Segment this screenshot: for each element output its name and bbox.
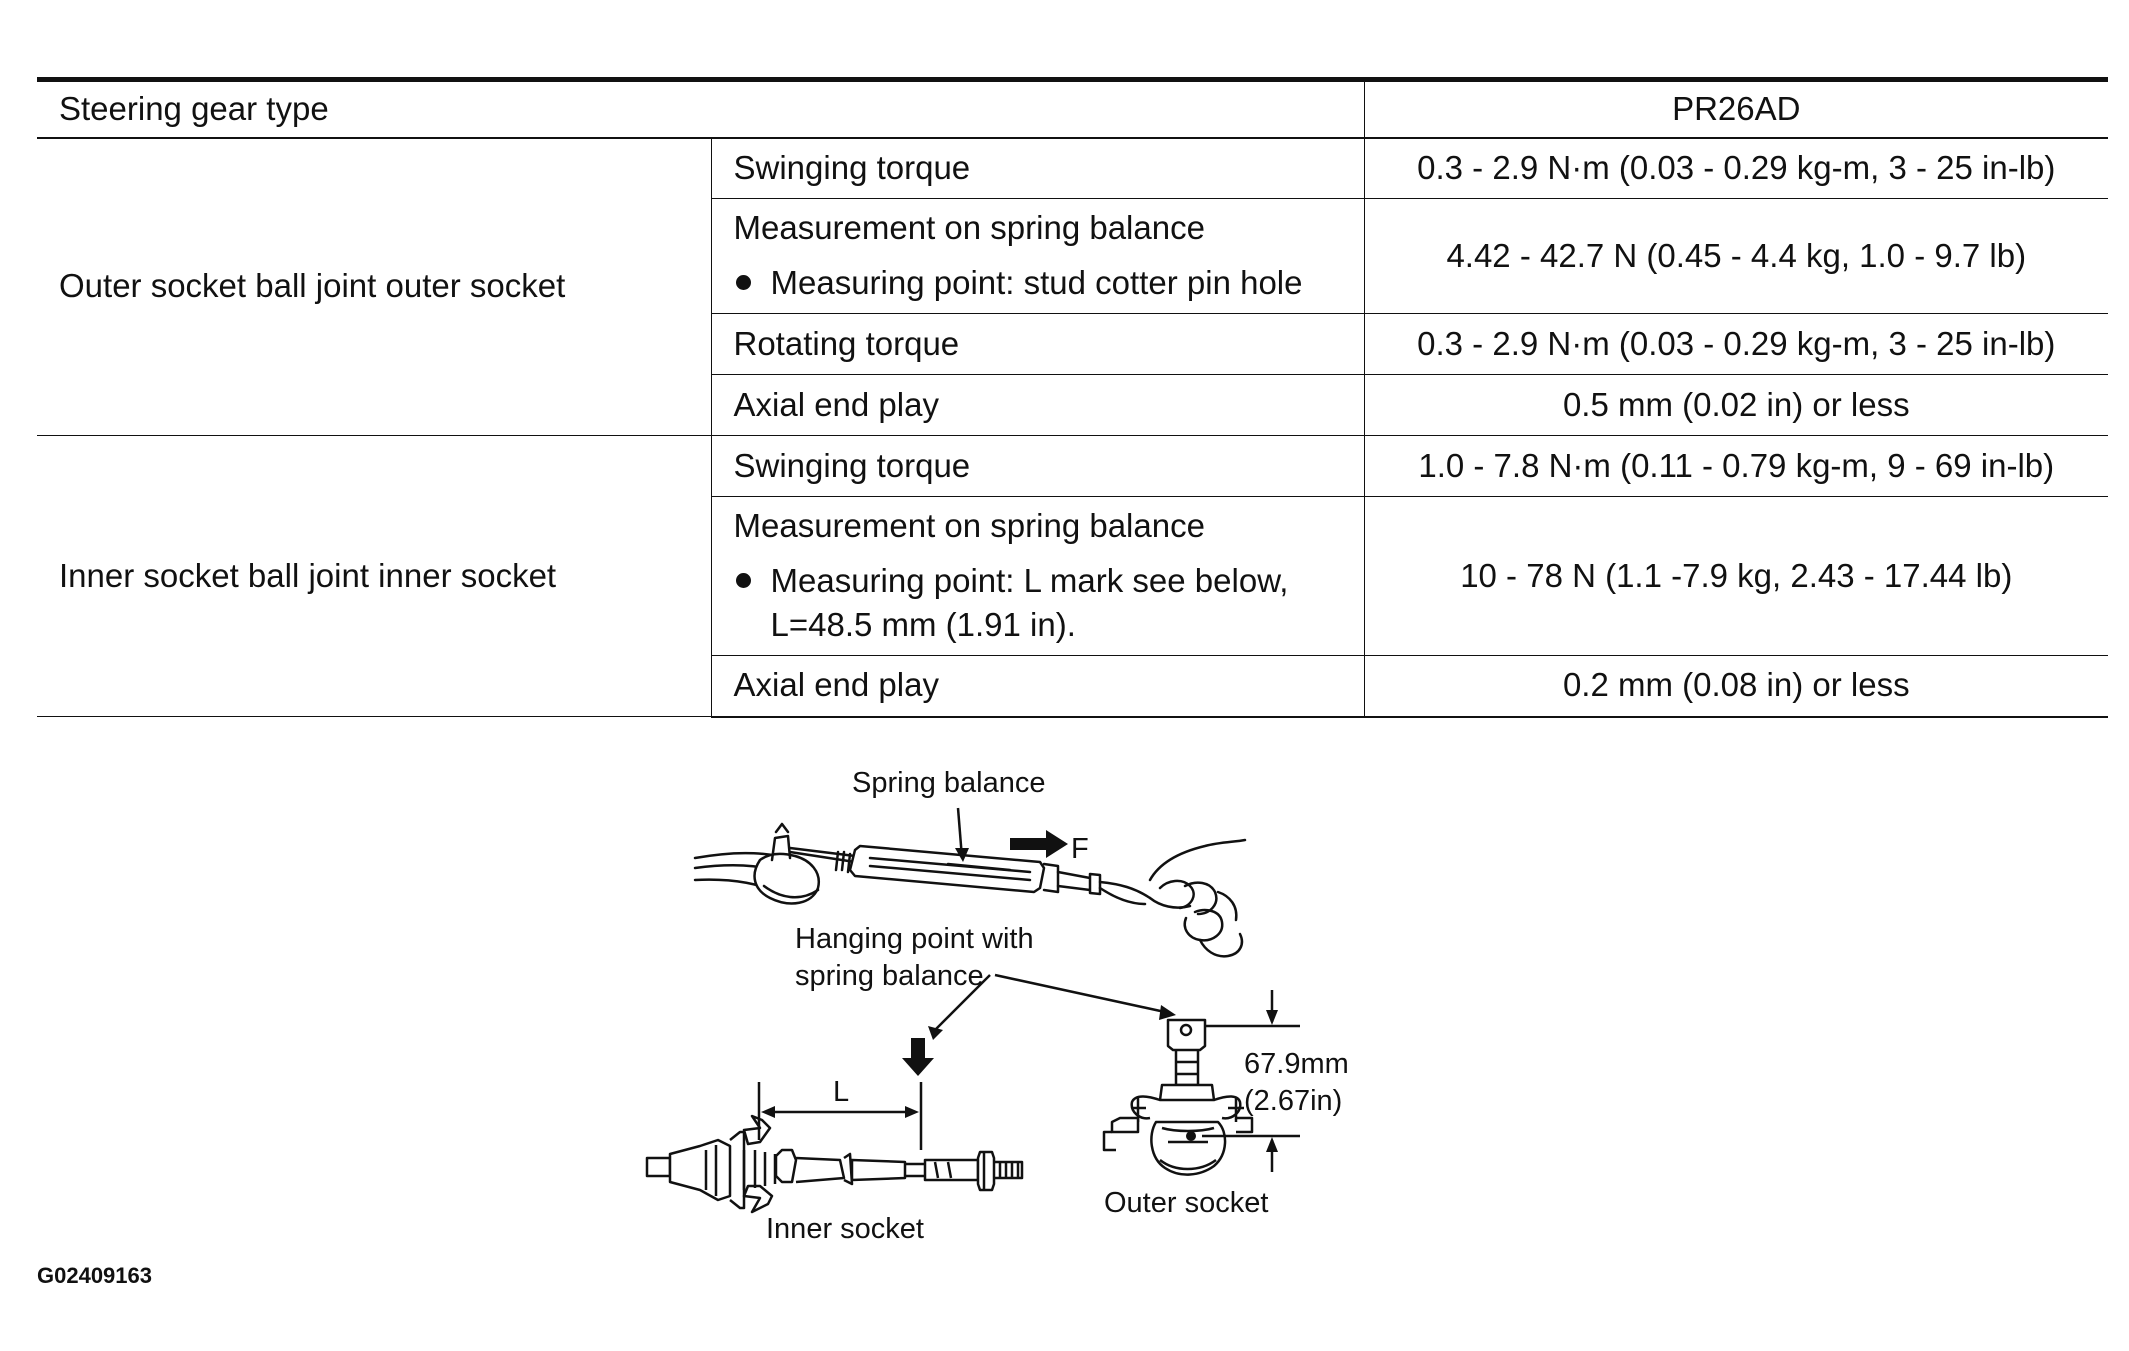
table-row: Axial end play 0.5 mm (0.02 in) or less — [37, 374, 2109, 436]
force-arrow-icon — [1010, 830, 1068, 858]
row-value: 4.42 - 42.7 N (0.45 - 4.4 kg, 1.0 - 9.7 … — [1363, 198, 2109, 314]
bullet-text: Measuring point: stud cotter pin hole — [770, 264, 1303, 301]
bullet-icon — [735, 275, 751, 290]
spring-balance-label: Spring balance — [852, 767, 1045, 799]
row-item: Measurement on spring balance Measuring … — [711, 496, 1365, 656]
spec-table: Steering gear type PR26AD Outer socket b… — [37, 77, 2109, 718]
dim-arrow-up — [1266, 1137, 1278, 1152]
dim-l-arrow-right — [905, 1106, 919, 1118]
bullet-text-line2: L=48.5 mm (1.91 in). — [770, 606, 1076, 644]
dimension-67-9 — [1202, 990, 1300, 1172]
row-item-title: Measurement on spring balance — [733, 507, 1205, 545]
row-value: 0.2 mm (0.08 in) or less — [1363, 655, 2109, 718]
row-value: 0.5 mm (0.02 in) or less — [1363, 374, 2109, 436]
figure-code: G02409163 — [37, 1263, 152, 1288]
force-label: F — [1071, 833, 1089, 865]
row-value: 1.0 - 7.8 N·m (0.11 - 0.79 kg-m, 9 - 69 … — [1363, 435, 2109, 497]
outer-socket-illustration — [1102, 1018, 1254, 1176]
row-value: 10 - 78 N (1.1 -7.9 kg, 2.43 - 17.44 lb) — [1363, 496, 2109, 656]
gear-type-value: PR26AD — [1363, 77, 2109, 139]
dim-l-label: L — [833, 1076, 849, 1108]
leader-line-outer — [994, 973, 1166, 1014]
gear-type-label: Steering gear type — [37, 77, 1365, 139]
spring-balance-pointer — [956, 807, 964, 859]
spring-balance-illustration — [693, 822, 1247, 958]
dimension-l — [757, 1082, 923, 1150]
row-item: Swinging torque — [710, 435, 1365, 497]
row-item-title: Measurement on spring balance — [733, 209, 1205, 247]
table-row: Inner socket ball joint inner socket Swi… — [37, 435, 2109, 717]
outer-socket-label: Outer socket — [1104, 1187, 1268, 1219]
bullet-text: Measuring point: L mark see below, L=48.… — [771, 559, 1289, 648]
outer-socket-label: Outer socket ball joint outer socket — [37, 137, 712, 436]
bullet-item: Measuring point: stud cotter pin hole — [734, 261, 1342, 306]
dim-arrow-down — [1266, 1010, 1278, 1025]
row-item: Swinging torque — [710, 137, 1365, 199]
row-item: Rotating torque — [711, 313, 1365, 375]
dim-value-line2: (2.67in) — [1244, 1085, 1342, 1117]
inner-socket-label: Inner socket ball joint inner socket — [37, 435, 712, 717]
row-value: 0.3 - 2.9 N·m (0.03 - 0.29 kg-m, 3 - 25 … — [1363, 137, 2109, 199]
bullet-icon — [735, 572, 751, 588]
leader-line-inner — [934, 974, 991, 1031]
table-row: Measurement on spring balance Measuring … — [37, 496, 2109, 656]
dim-value-line1: 67.9mm — [1244, 1048, 1349, 1080]
bullet-text-line1: Measuring point: L mark see below, — [770, 561, 1289, 599]
table-row: Outer socket ball joint outer socket Swi… — [37, 137, 2109, 436]
row-value: 0.3 - 2.9 N·m (0.03 - 0.29 kg-m, 3 - 25 … — [1363, 313, 2109, 375]
hanging-point-label-line2: spring balance — [795, 960, 984, 992]
spring-balance-pointer-head — [955, 848, 969, 862]
bullet-item: Measuring point: L mark see below, L=48.… — [734, 559, 1342, 648]
inner-socket-label: Inner socket — [766, 1213, 924, 1245]
leader-arrow-outer — [1159, 1005, 1176, 1020]
hanging-point-arrow-icon — [902, 1038, 934, 1076]
table-row: Rotating torque 0.3 - 2.9 N·m (0.03 - 0.… — [37, 313, 2109, 375]
leader-arrow-inner — [928, 1026, 943, 1040]
row-item: Axial end play — [711, 374, 1365, 436]
table-header-row: Steering gear type PR26AD — [37, 77, 2109, 139]
row-item: Axial end play — [711, 655, 1365, 718]
table-row: Axial end play 0.2 mm (0.08 in) or less — [37, 655, 2109, 718]
outer-socket-center-dot — [1186, 1131, 1196, 1141]
table-row: Measurement on spring balance Measuring … — [37, 198, 2109, 314]
inner-socket-illustration — [645, 1114, 1024, 1214]
dim-l-arrow-left — [761, 1106, 775, 1118]
row-item: Measurement on spring balance Measuring … — [711, 198, 1365, 314]
hanging-point-label-line1: Hanging point with — [795, 923, 1034, 955]
